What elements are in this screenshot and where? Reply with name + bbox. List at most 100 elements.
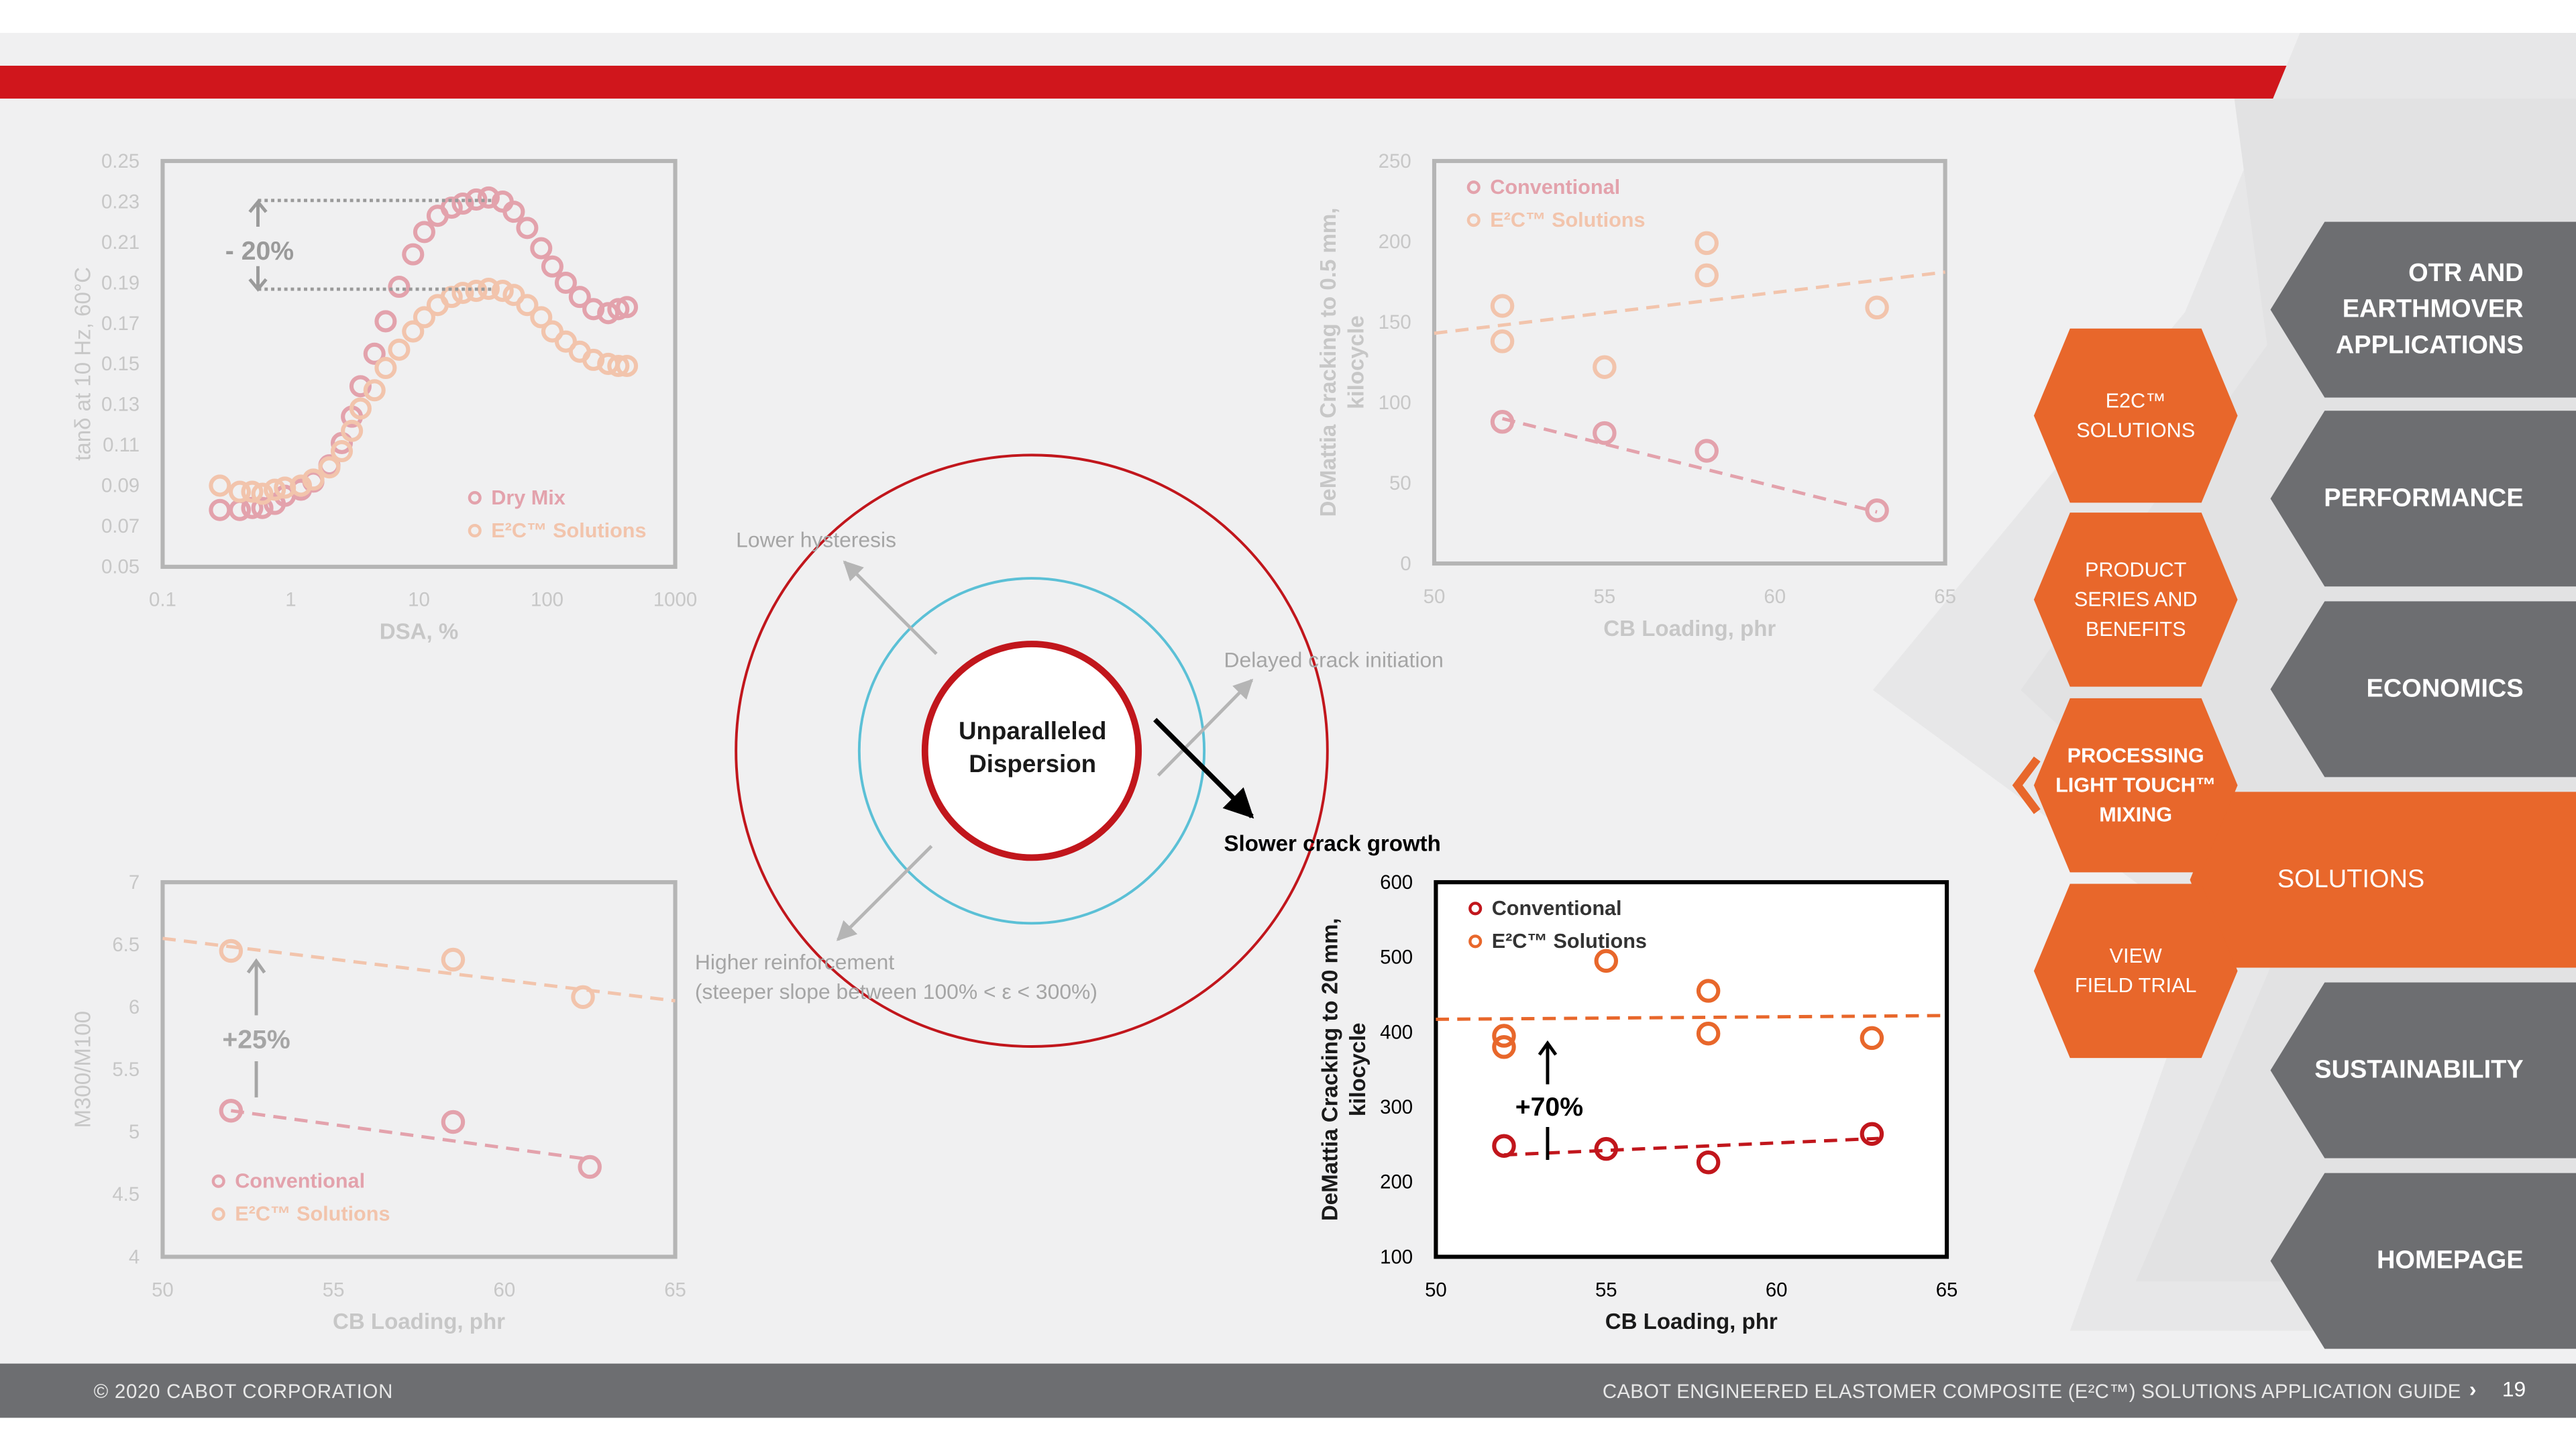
nav-item-sustainability[interactable]: SUSTAINABILITY bbox=[2314, 1055, 2524, 1084]
x-tick-label: 60 bbox=[493, 1279, 515, 1301]
data-point-0 bbox=[578, 1155, 602, 1179]
data-point-1 bbox=[1696, 1021, 1721, 1046]
x-tick-label: 1000 bbox=[653, 589, 697, 611]
data-point-0 bbox=[374, 310, 397, 333]
data-point-1 bbox=[1696, 979, 1721, 1003]
y-tick-label: 250 bbox=[1379, 150, 1411, 172]
y-axis-label: tanδ at 10 Hz, 60°C bbox=[71, 267, 96, 461]
annotation-text: +70% bbox=[1515, 1093, 1583, 1122]
nav-item-shape-0[interactable] bbox=[2270, 221, 2576, 398]
x-tick-label: 60 bbox=[1764, 586, 1786, 608]
data-point-1 bbox=[1860, 1026, 1884, 1051]
data-point-1 bbox=[1865, 295, 1889, 320]
legend-entry: E²C™ Solutions bbox=[1490, 209, 1645, 231]
data-point-0 bbox=[568, 286, 591, 309]
data-point-0 bbox=[440, 197, 463, 219]
nav-subitem-hex-3[interactable] bbox=[2033, 883, 2238, 1059]
x-tick-label: 50 bbox=[1425, 1279, 1447, 1301]
x-tick-label: 55 bbox=[323, 1279, 345, 1301]
top-band bbox=[0, 0, 2576, 33]
data-point-1 bbox=[318, 456, 341, 479]
nav-item-shape-5[interactable] bbox=[2270, 1173, 2576, 1349]
x-axis-label: CB Loading, phr bbox=[333, 1309, 505, 1334]
y-tick-label: 0.25 bbox=[101, 150, 140, 172]
nav-subitem-label-line: FIELD TRIAL bbox=[2074, 974, 2197, 998]
data-point-1 bbox=[1695, 263, 1719, 288]
arrow-higher-reinforcement bbox=[836, 845, 933, 941]
annotation-group: +70% bbox=[1515, 1040, 1583, 1160]
data-point-0 bbox=[451, 192, 474, 215]
data-point-0 bbox=[1865, 498, 1889, 523]
x-tick-label: 1 bbox=[285, 589, 296, 611]
data-point-1 bbox=[349, 397, 372, 420]
arrow-down-icon bbox=[248, 278, 268, 292]
nav-item-shape-3[interactable] bbox=[2190, 792, 2576, 968]
guide-title-link[interactable]: CABOT ENGINEERED ELASTOMER COMPOSITE (E²… bbox=[1602, 1380, 2461, 1403]
legend-marker-1 bbox=[468, 523, 482, 538]
nav-subitem-hex-0[interactable] bbox=[2033, 328, 2238, 503]
nav-item-solutions[interactable]: SOLUTIONS bbox=[2277, 865, 2425, 894]
y-tick-label: 0.17 bbox=[101, 313, 140, 335]
arrow-up-icon bbox=[248, 199, 268, 213]
data-point-0 bbox=[597, 302, 620, 325]
data-point-0 bbox=[541, 255, 564, 278]
y-tick-label: 300 bbox=[1380, 1096, 1413, 1118]
y-tick-label: 5.5 bbox=[112, 1059, 140, 1081]
y-axis-label-line: kilocycle bbox=[1344, 315, 1369, 409]
y-tick-label: 100 bbox=[1380, 1246, 1413, 1268]
plot-frame bbox=[160, 158, 678, 569]
y-tick-label: 4 bbox=[129, 1246, 140, 1268]
nav-subitem-label-line: VIEW bbox=[2109, 945, 2162, 968]
chevron-left-icon[interactable] bbox=[2012, 756, 2041, 814]
nav-item-homepage[interactable]: HOMEPAGE bbox=[2377, 1246, 2524, 1275]
data-point-0 bbox=[1594, 1136, 1619, 1161]
nav-subitem-3[interactable]: VIEW FIELD TRIAL bbox=[2034, 884, 2238, 1059]
data-point-0 bbox=[1490, 410, 1515, 434]
data-point-1 bbox=[388, 338, 411, 361]
legend-marker-0 bbox=[468, 491, 482, 505]
legend-marker-0 bbox=[1468, 902, 1483, 916]
nav-subitem-label: VIEW FIELD TRIAL bbox=[2075, 941, 2196, 1000]
x-axis-label: CB Loading, phr bbox=[1605, 1309, 1778, 1334]
legend-marker-0 bbox=[1466, 180, 1481, 195]
data-point-1 bbox=[402, 320, 425, 343]
nav-item-shape-2[interactable] bbox=[2270, 601, 2576, 777]
center-label: Unparalleled Dispersion bbox=[920, 716, 1145, 782]
data-point-0 bbox=[465, 188, 488, 211]
plot-frame bbox=[1434, 880, 1949, 1259]
nav-item-performance[interactable]: PERFORMANCE bbox=[2324, 484, 2524, 512]
data-point-1 bbox=[302, 468, 325, 491]
data-point-1 bbox=[209, 474, 231, 497]
y-axis-label: M300/M100 bbox=[71, 1011, 96, 1128]
red-header-bar bbox=[0, 65, 2300, 99]
footer-bottom bbox=[0, 1417, 2576, 1449]
plot-frame bbox=[1432, 158, 1947, 566]
y-tick-label: 0.07 bbox=[101, 515, 140, 537]
next-page-chevron-icon[interactable]: › bbox=[2469, 1377, 2477, 1401]
legend-marker-0 bbox=[211, 1174, 225, 1188]
data-point-1 bbox=[251, 482, 274, 505]
data-point-0 bbox=[441, 1110, 466, 1134]
nav-subitem-label-line: LIGHT TOUCH™ bbox=[2055, 773, 2216, 797]
data-point-0 bbox=[1492, 1134, 1516, 1158]
nav-item-economics[interactable]: ECONOMICS bbox=[2366, 674, 2524, 702]
nav-item-shape-1[interactable] bbox=[2270, 411, 2576, 587]
x-tick-label: 65 bbox=[664, 1279, 686, 1301]
data-point-1 bbox=[1490, 294, 1515, 318]
nav-subitem-hex-1[interactable] bbox=[2033, 513, 2238, 687]
nav-subitem-hex-2[interactable] bbox=[2033, 698, 2238, 873]
nav-item-shape-4[interactable] bbox=[2270, 982, 2576, 1159]
page-number: 19 bbox=[2502, 1377, 2526, 1401]
x-tick-label: 55 bbox=[1595, 1279, 1617, 1301]
nav-subitem-label-line: MIXING bbox=[2099, 803, 2173, 826]
